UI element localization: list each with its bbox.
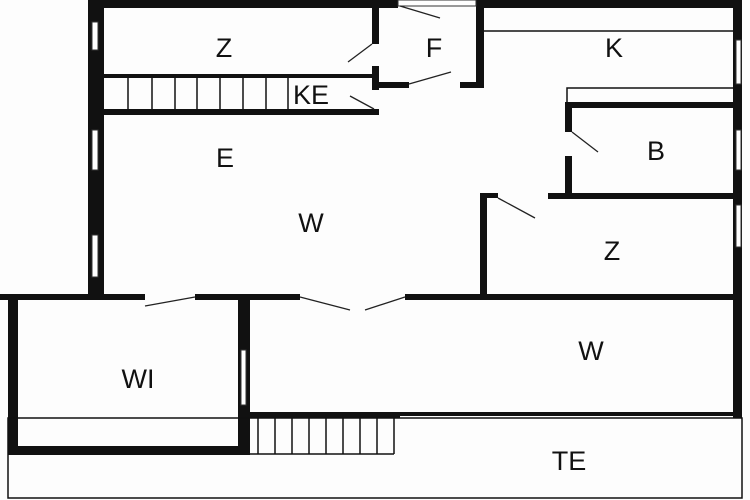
room-label-w-top: W <box>298 208 324 238</box>
walls <box>0 0 742 455</box>
room-label-z-top: Z <box>216 33 233 63</box>
room-label-k: K <box>605 33 623 63</box>
room-label-ke: KE <box>293 80 329 110</box>
room-label-e: E <box>216 143 234 173</box>
room-label-f: F <box>426 33 443 63</box>
room-label-z-right: Z <box>604 236 621 266</box>
room-label-te: TE <box>552 446 587 476</box>
room-label-w-bottom: W <box>578 336 604 366</box>
windows <box>91 0 742 406</box>
room-label-wi: WI <box>122 364 155 394</box>
stairs-upper <box>127 78 289 109</box>
doors <box>144 5 599 311</box>
room-label-b: B <box>647 136 665 166</box>
thin-lines <box>7 30 743 499</box>
stairs-lower <box>250 418 395 455</box>
